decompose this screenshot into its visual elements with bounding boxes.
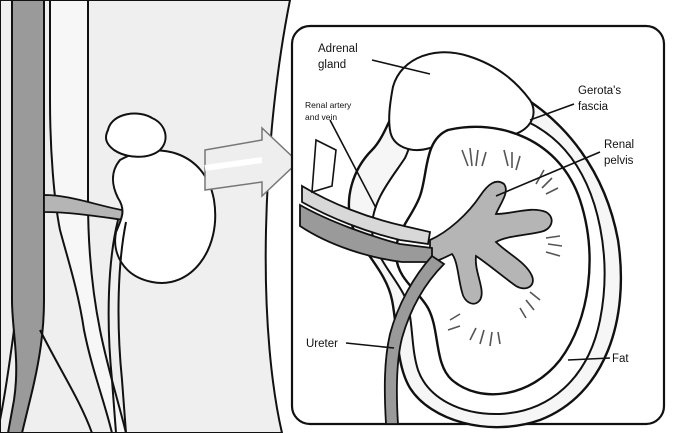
- label-fat: Fat: [612, 353, 629, 365]
- overview-adrenal: [106, 114, 166, 157]
- vessel-branch: [312, 140, 336, 192]
- overview-kidney: [113, 150, 215, 283]
- magnified-panel: Adrenal gland Renal artery and vein Gero…: [292, 26, 664, 427]
- label-ureter: Ureter: [306, 338, 338, 350]
